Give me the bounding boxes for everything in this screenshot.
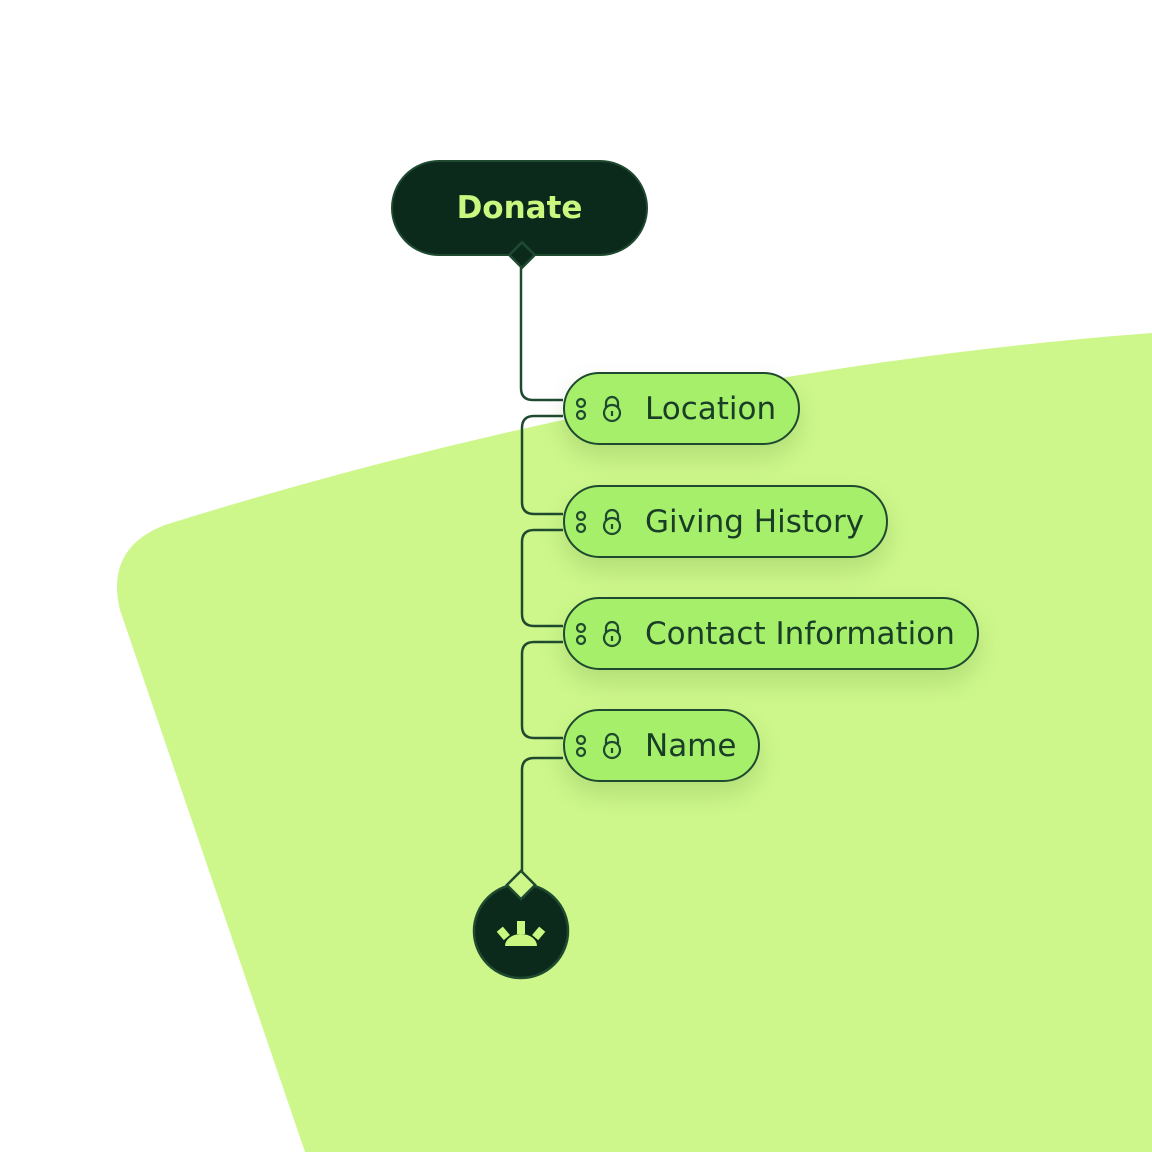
connector-name-end: [520, 756, 563, 872]
connector-giving-contact: [520, 528, 563, 628]
connector-start-location: [519, 262, 563, 402]
step-label: Contact Information: [645, 615, 955, 652]
step-label: Location: [645, 390, 777, 427]
lock-icon: [602, 732, 622, 759]
step-giving-history[interactable]: Giving History: [563, 485, 889, 558]
drag-handle-icon[interactable]: [575, 621, 587, 647]
lock-icon: [602, 620, 622, 647]
lock-icon: [602, 508, 622, 535]
connector-contact-name: [520, 640, 563, 740]
start-node-donate[interactable]: Donate: [391, 160, 648, 256]
step-contact-information[interactable]: Contact Information: [563, 597, 979, 670]
step-name[interactable]: Name: [563, 709, 761, 782]
start-diamond-port: [507, 240, 537, 270]
step-label: Name: [645, 727, 737, 764]
connector-location-giving: [520, 414, 563, 516]
start-node-label: Donate: [456, 190, 583, 226]
step-label: Giving History: [645, 503, 865, 540]
drag-handle-icon[interactable]: [575, 509, 587, 535]
drag-handle-icon[interactable]: [575, 396, 587, 422]
lock-icon: [602, 395, 622, 422]
sunrise-icon: [496, 921, 546, 946]
step-location[interactable]: Location: [563, 372, 801, 445]
drag-handle-icon[interactable]: [575, 733, 587, 759]
end-node[interactable]: [461, 862, 583, 984]
